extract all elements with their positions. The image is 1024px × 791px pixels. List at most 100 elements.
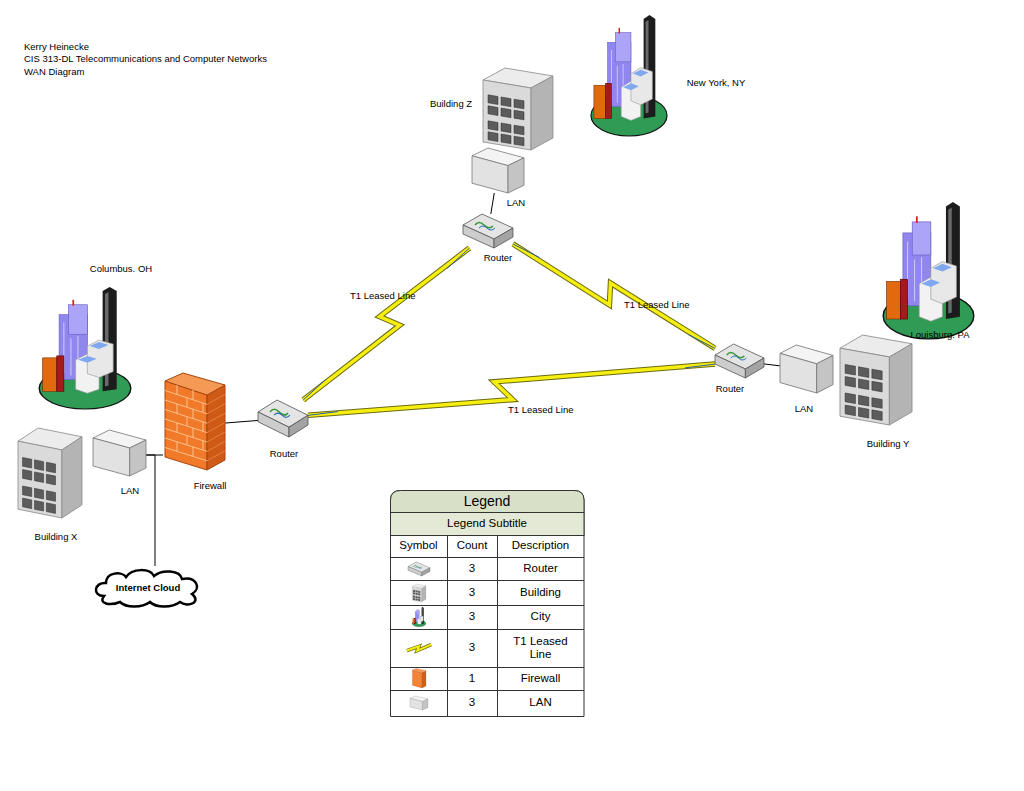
node-label: Louisburg. PA	[885, 329, 995, 340]
table-cell-text: Legend	[464, 493, 511, 509]
lan-icon	[780, 345, 833, 393]
node-label: Router	[229, 448, 339, 459]
building-node: Building X	[18, 428, 82, 518]
legend-symbol-cell	[390, 605, 447, 629]
table-cell: 3	[447, 690, 497, 716]
legend-text: City	[531, 610, 551, 624]
table-cell-text: 3	[469, 562, 475, 576]
table-cell-text: Legend Subtitle	[447, 517, 527, 531]
node-label: Firewall	[155, 480, 265, 491]
legend-text: Building	[520, 586, 561, 600]
legend-symbol-cell	[390, 629, 447, 667]
firewall-icon	[163, 381, 225, 470]
legend-symbol	[412, 670, 426, 688]
header-text: WAN Diagram	[24, 66, 354, 79]
router-icon	[463, 214, 513, 248]
legend-text: LAN	[529, 696, 551, 710]
lan-node: LAN	[472, 148, 524, 193]
firewall-node: Firewall	[163, 381, 225, 470]
building-node: Building Z	[483, 68, 553, 150]
router-icon	[715, 344, 764, 378]
link-label: T1 Leased Line	[624, 299, 714, 310]
building-icon	[483, 68, 553, 150]
router-node: Router	[715, 344, 764, 378]
header-text: Kerry Heinecke	[24, 41, 354, 54]
cloud-node: Internet Cloud	[92, 566, 204, 610]
legend-cell: T1 Leased Line	[497, 629, 584, 667]
table-cell-text: 3	[469, 586, 475, 600]
table-cell: 3	[447, 629, 497, 667]
table-cell-text: Description	[512, 539, 570, 553]
network-link	[764, 364, 780, 366]
t1-leased-line	[513, 244, 715, 348]
link-label: T1 Leased Line	[350, 290, 440, 301]
node-label: Building X	[1, 531, 111, 542]
city-icon	[590, 15, 668, 137]
table-cell: Legend Subtitle	[390, 512, 584, 535]
node-label: LAN	[75, 485, 185, 496]
legend-text: Router	[523, 562, 558, 576]
table-cell: Description	[497, 535, 584, 557]
table-cell: Symbol	[390, 535, 447, 557]
legend-cell: LAN	[497, 690, 584, 716]
legend-symbol-cell	[390, 580, 447, 605]
lan-node: LAN	[780, 345, 833, 393]
table-cell: 3	[447, 557, 497, 580]
router-node: Router	[463, 214, 513, 248]
node-label: Internet Cloud	[92, 582, 204, 593]
table-cell: 1	[447, 667, 497, 690]
building-icon	[18, 428, 82, 518]
link-label: T1 Leased Line	[508, 404, 598, 415]
node-label: Building Z	[396, 98, 506, 109]
header-text: CIS 313-DL Telecommunications and Comput…	[24, 53, 354, 66]
node-label: Columbus. OH	[66, 263, 176, 274]
node-label: Router	[675, 383, 785, 394]
node-label: Building Y	[833, 438, 943, 449]
building-icon	[840, 335, 912, 425]
legend-border	[391, 491, 585, 717]
legend-symbol	[408, 562, 430, 576]
legend-subtitle-bar	[391, 513, 585, 536]
table-cell-text: Symbol	[399, 539, 437, 553]
table-cell: 3	[447, 605, 497, 629]
legend-symbol-cell	[390, 690, 447, 716]
table-cell: Legend	[390, 490, 584, 512]
city-node: Columbus. OH	[38, 287, 132, 410]
t1-leased-line	[308, 364, 715, 415]
legend-symbol	[412, 584, 426, 602]
node-label: LAN	[461, 197, 571, 208]
legend-cell: Firewall	[497, 667, 584, 690]
lan-icon	[472, 148, 524, 193]
lan-node: LAN	[93, 430, 146, 476]
building-node: Building Y	[840, 335, 912, 425]
legend-symbol	[412, 607, 426, 627]
legend-cell: Building	[497, 580, 584, 605]
city-node: Louisburg. PA	[882, 202, 975, 340]
legend-cell: Router	[497, 557, 584, 580]
router-node: Router	[258, 400, 308, 437]
legend-text: Firewall	[521, 672, 561, 686]
legend-cell: City	[497, 605, 584, 629]
node-label: Router	[443, 252, 553, 263]
legend-symbol-cell	[390, 667, 447, 690]
table-cell-text: 3	[469, 610, 475, 624]
table-cell-text: Count	[457, 539, 488, 553]
legend-title-bar	[391, 491, 585, 513]
network-link	[225, 420, 258, 423]
city-node: New York, NY	[590, 15, 668, 137]
legend-symbol	[406, 642, 432, 654]
node-label: New York, NY	[661, 77, 771, 88]
legend-text: T1 Leased Line	[508, 635, 574, 662]
table-cell: 3	[447, 580, 497, 605]
lan-icon	[93, 430, 146, 476]
table-cell-text: 3	[469, 696, 475, 710]
table-cell-text: 3	[469, 641, 475, 655]
router-icon	[258, 400, 308, 437]
city-icon	[38, 287, 132, 410]
legend-symbol	[410, 696, 428, 710]
network-link	[146, 455, 155, 566]
t1-leased-line	[303, 248, 469, 400]
network-link	[491, 193, 494, 214]
legend-grid	[391, 536, 585, 717]
